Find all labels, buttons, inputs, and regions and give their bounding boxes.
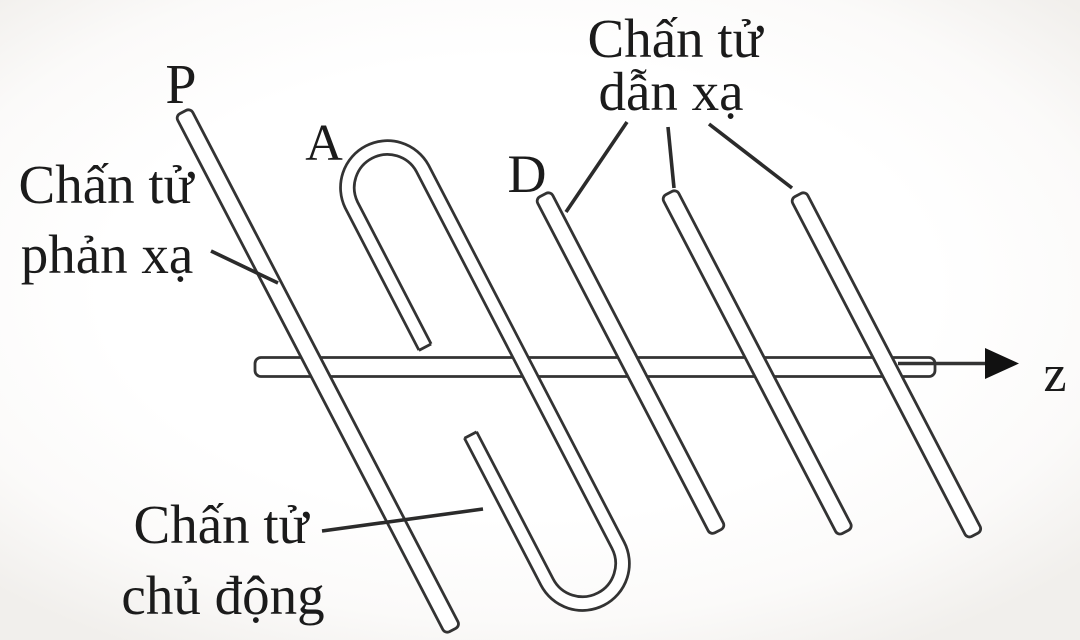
director-element-2	[661, 189, 853, 536]
boom	[253, 356, 937, 378]
director-pointer-line-3	[707, 122, 794, 190]
director-pointer-line-2	[666, 126, 676, 189]
driven-element-cap-bottom	[463, 430, 478, 440]
z-axis-arrowhead-icon	[985, 348, 1019, 379]
driven-element	[339, 139, 631, 612]
director-element-3	[790, 191, 983, 539]
driven-pointer-line	[321, 507, 484, 533]
driven-label-line2: chủ động	[121, 565, 324, 626]
reflector-element	[175, 108, 460, 634]
directors-label-line1: Chấn tử	[588, 8, 765, 69]
reflector-pointer-line	[210, 249, 279, 285]
reflector-label-line2: phản xạ	[21, 224, 194, 285]
driven-element-cap-top	[418, 342, 432, 352]
directors-label-line2: dẫn xạ	[598, 61, 743, 122]
label-d: D	[508, 144, 547, 204]
label-p: P	[165, 54, 196, 116]
reflector-label-line1: Chấn tử	[19, 154, 196, 215]
label-a: A	[305, 115, 343, 172]
z-axis-arrow	[898, 348, 1019, 379]
driven-element-core	[341, 142, 628, 610]
director-pointer-line-1	[564, 120, 629, 214]
label-z: z	[1043, 346, 1066, 403]
driven-label-line1: Chấn tử	[134, 494, 311, 555]
director-element-1	[535, 191, 726, 535]
